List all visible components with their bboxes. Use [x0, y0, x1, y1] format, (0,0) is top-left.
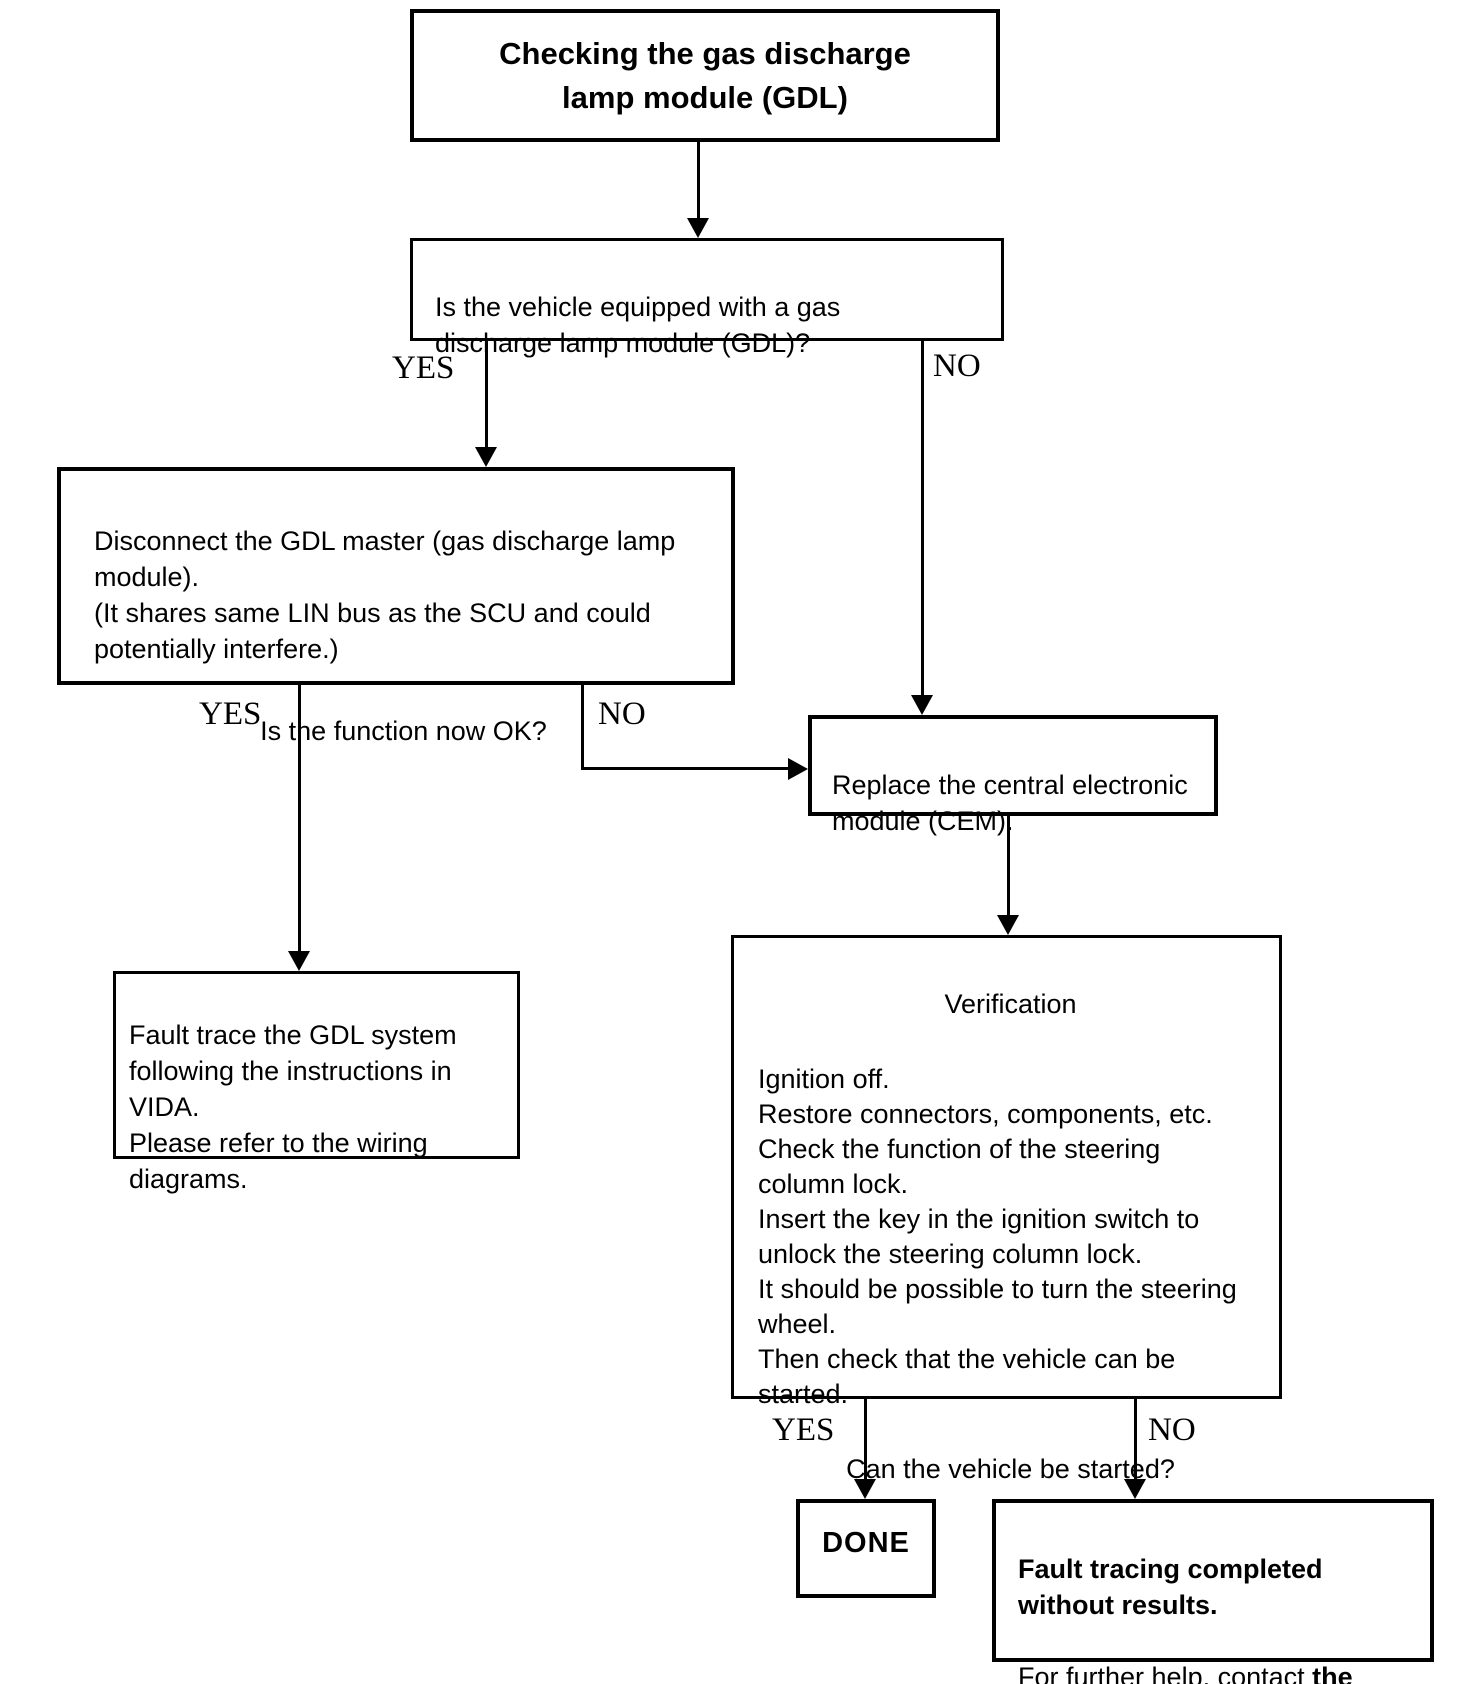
- connector-title-to-question: [697, 142, 700, 220]
- further-help-prefix: For further help, contact: [1018, 1662, 1313, 1684]
- fault-trace-gdl-box: Fault trace the GDL system following the…: [113, 971, 520, 1194]
- connector-cem-to-verification: [1007, 816, 1010, 916]
- connector-yes-to-fault-trace: [298, 685, 301, 952]
- no-label-function-ok: NO: [598, 696, 646, 732]
- connector-no-to-replace-cem-horizontal: [581, 767, 789, 770]
- disconnect-gdl-master-box: Disconnect the GDL master (gas discharge…: [57, 467, 735, 746]
- connector-no-to-replace-cem-vertical: [581, 685, 584, 770]
- no-label-vehicle-started: NO: [1148, 1412, 1196, 1448]
- connector-no-to-replace-cem: [921, 341, 924, 696]
- connector-yes-to-disconnect: [485, 341, 488, 448]
- technical-hotline-text: the Technical Hotline: [1312, 1662, 1353, 1684]
- page-title: Checking the gas discharge lamp module (…: [499, 35, 911, 115]
- fault-tracing-completed-box: Fault tracing completed without results.…: [992, 1499, 1434, 1684]
- arrow-down-icon: [288, 951, 310, 971]
- done-box: DONE: [796, 1499, 936, 1598]
- arrow-down-icon: [997, 915, 1019, 935]
- verification-title: Verification: [944, 989, 1077, 1019]
- title-box: Checking the gas discharge lamp module (…: [410, 9, 1000, 142]
- verification-body: Ignition off. Restore connectors, compon…: [758, 1064, 1237, 1409]
- question-gdl-equipped-text: Is the vehicle equipped with a gas disch…: [435, 292, 841, 358]
- connector-no-to-final: [1134, 1399, 1137, 1480]
- fault-tracing-completed-text: Fault tracing completed without results.: [1018, 1554, 1323, 1620]
- arrow-down-icon: [854, 1479, 876, 1499]
- yes-label-vehicle-started: YES: [772, 1412, 835, 1448]
- no-label-equipped: NO: [933, 348, 981, 384]
- arrow-right-icon: [788, 758, 808, 780]
- verification-box: Verification Ignition off. Restore conne…: [731, 935, 1282, 1484]
- yes-label-function-ok: YES: [199, 696, 262, 732]
- arrow-down-icon: [911, 695, 933, 715]
- vehicle-started-question: Can the vehicle be started?: [846, 1454, 1175, 1484]
- question-gdl-equipped-box: Is the vehicle equipped with a gas disch…: [410, 238, 1004, 358]
- fault-trace-gdl-text: Fault trace the GDL system following the…: [129, 1020, 457, 1194]
- yes-label-equipped: YES: [392, 350, 455, 386]
- disconnect-gdl-master-text: Disconnect the GDL master (gas discharge…: [94, 526, 676, 664]
- arrow-down-icon: [687, 218, 709, 238]
- replace-cem-box: Replace the central electronic module (C…: [808, 715, 1218, 836]
- function-ok-question: Is the function now OK?: [260, 716, 547, 746]
- connector-yes-to-done: [864, 1399, 867, 1480]
- further-help-text: For further help, contact the Technical …: [1018, 1659, 1412, 1684]
- replace-cem-text: Replace the central electronic module (C…: [832, 770, 1188, 836]
- arrow-down-icon: [475, 447, 497, 467]
- done-label: DONE: [822, 1526, 910, 1559]
- arrow-down-icon: [1124, 1479, 1146, 1499]
